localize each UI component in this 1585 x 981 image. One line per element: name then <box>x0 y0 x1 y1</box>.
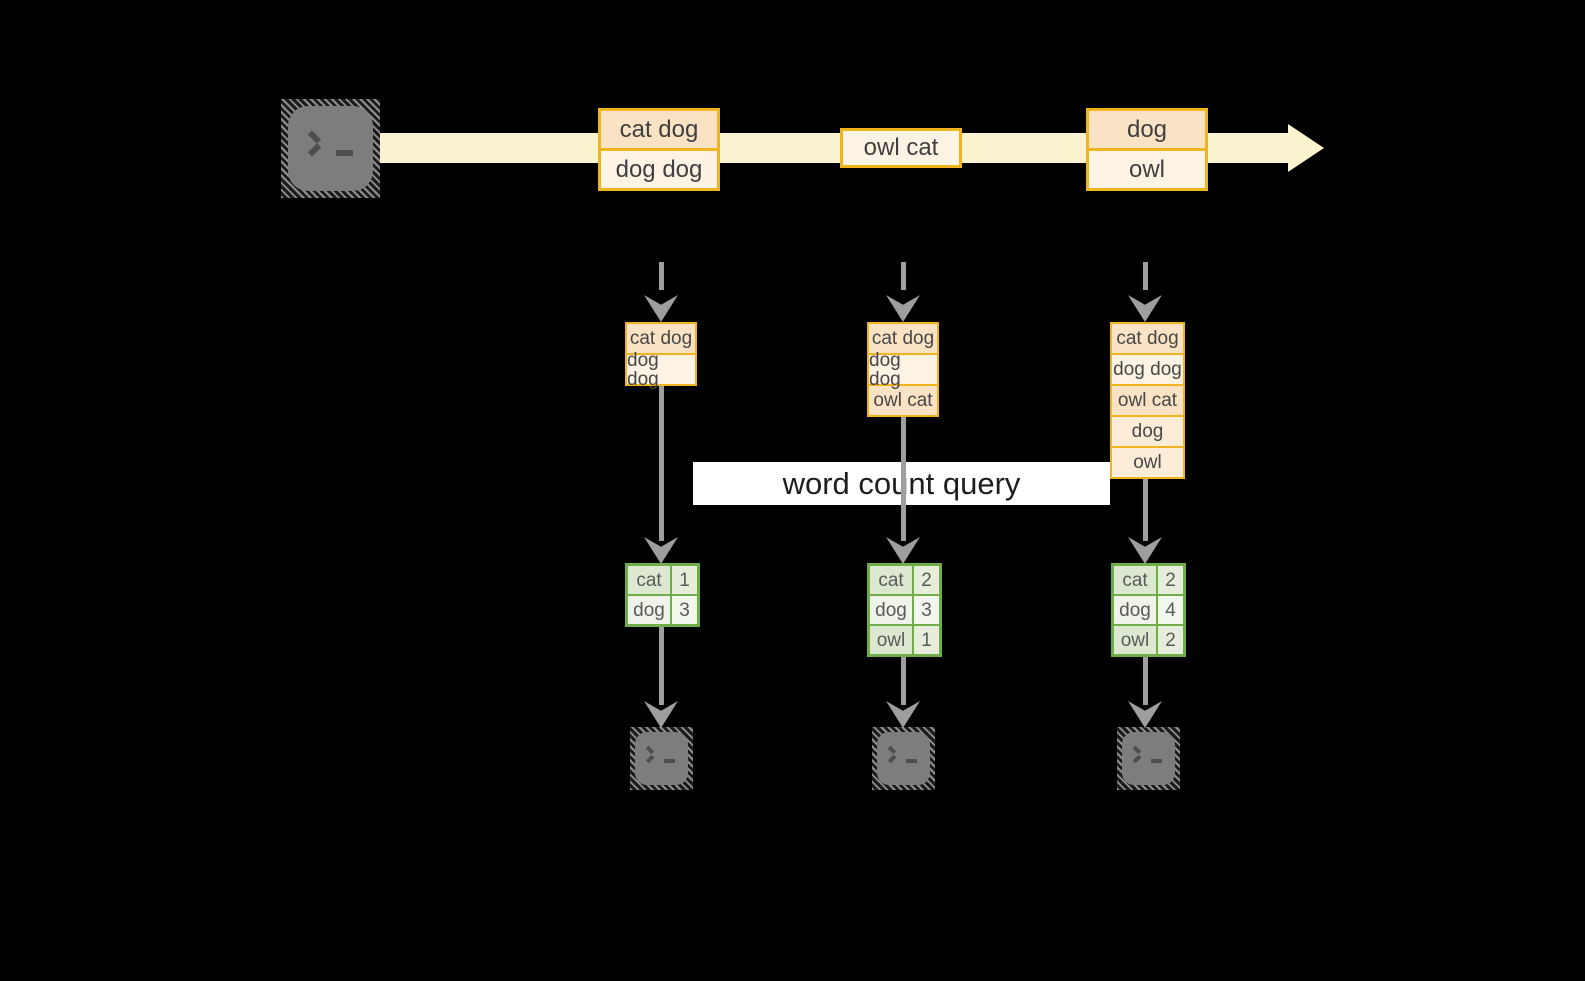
down-arrowhead-icon <box>886 537 920 564</box>
count-table-2: cat 2 dog 3 owl 1 <box>867 563 942 657</box>
word-cell: dog <box>870 596 912 624</box>
stream-event: dog dog <box>601 148 717 188</box>
stream-batch-2: owl cat <box>840 128 962 168</box>
stack-cell: dog <box>1112 415 1183 446</box>
count-cell: 2 <box>1156 626 1183 654</box>
connector-line <box>659 386 664 541</box>
terminal-screen <box>635 732 688 785</box>
prompt-cursor-icon <box>664 759 675 763</box>
stream-batch-3: dog owl <box>1086 108 1208 191</box>
word-cell: dog <box>628 596 670 624</box>
table-row: cat 2 <box>1114 566 1183 594</box>
prompt-chevron-icon <box>646 746 660 763</box>
table-row: owl 1 <box>870 624 939 654</box>
connector-line <box>1143 479 1148 541</box>
prompt-cursor-icon <box>1151 759 1162 763</box>
connector-line <box>901 657 906 705</box>
table-row: dog 3 <box>628 594 697 624</box>
stack-cell: dog dog <box>627 351 695 389</box>
prompt-chevron-icon <box>308 130 330 156</box>
count-cell: 4 <box>1156 596 1183 624</box>
sink-terminal-icon-1 <box>630 727 693 790</box>
down-arrowhead-icon <box>644 701 678 728</box>
word-cell: dog <box>1114 596 1156 624</box>
stack-cell: owl <box>1112 446 1183 477</box>
stream-arrowhead-icon <box>1288 124 1324 172</box>
count-cell: 1 <box>670 566 697 594</box>
stream-event: dog <box>1089 111 1205 148</box>
terminal-screen <box>288 106 373 191</box>
stack-cell: dog dog <box>1112 353 1183 384</box>
table-row: cat 1 <box>628 566 697 594</box>
table-row: owl 2 <box>1114 624 1183 654</box>
count-cell: 1 <box>912 626 939 654</box>
source-terminal-icon <box>281 99 380 198</box>
dashed-arrow-segment <box>901 262 906 290</box>
stream-event: owl cat <box>843 131 959 165</box>
terminal-screen <box>877 732 930 785</box>
word-cell: owl <box>1114 626 1156 654</box>
stack-cell: cat dog <box>869 324 937 353</box>
count-table-1: cat 1 dog 3 <box>625 563 700 627</box>
connector-line <box>1143 657 1148 705</box>
count-cell: 3 <box>670 596 697 624</box>
count-cell: 2 <box>1156 566 1183 594</box>
dashed-arrow-segment <box>1143 262 1148 290</box>
stack-cell: cat dog <box>1112 324 1183 353</box>
stream-event: cat dog <box>601 111 717 148</box>
input-stack-3: cat dog dog dog owl cat dog owl <box>1110 322 1185 479</box>
stack-cell: dog dog <box>869 351 937 389</box>
sink-terminal-icon-3 <box>1117 727 1180 790</box>
input-stack-1: cat dog dog dog <box>625 322 697 389</box>
stream-batch-1: cat dog dog dog <box>598 108 720 191</box>
connector-line <box>901 417 906 541</box>
table-row: cat 2 <box>870 566 939 594</box>
down-arrowhead-icon <box>1128 295 1162 322</box>
count-table-3: cat 2 dog 4 owl 2 <box>1111 563 1186 657</box>
stream-event: owl <box>1089 148 1205 188</box>
prompt-cursor-icon <box>906 759 917 763</box>
down-arrowhead-icon <box>1128 537 1162 564</box>
count-cell: 3 <box>912 596 939 624</box>
stack-cell: owl cat <box>869 384 937 415</box>
input-stack-2: cat dog dog dog owl cat <box>867 322 939 417</box>
terminal-screen <box>1122 732 1175 785</box>
prompt-chevron-icon <box>888 746 902 763</box>
down-arrowhead-icon <box>886 701 920 728</box>
stack-cell: cat dog <box>627 324 695 353</box>
connector-line <box>659 627 664 705</box>
prompt-chevron-icon <box>1133 746 1147 763</box>
sink-terminal-icon-2 <box>872 727 935 790</box>
count-cell: 2 <box>912 566 939 594</box>
word-cell: cat <box>870 566 912 594</box>
word-cell: owl <box>870 626 912 654</box>
word-cell: cat <box>1114 566 1156 594</box>
table-row: dog 3 <box>870 594 939 624</box>
down-arrowhead-icon <box>644 537 678 564</box>
prompt-cursor-icon <box>336 150 353 156</box>
word-cell: cat <box>628 566 670 594</box>
table-row: dog 4 <box>1114 594 1183 624</box>
down-arrowhead-icon <box>886 295 920 322</box>
down-arrowhead-icon <box>1128 701 1162 728</box>
dashed-arrow-segment <box>659 262 664 290</box>
down-arrowhead-icon <box>644 295 678 322</box>
stack-cell: owl cat <box>1112 384 1183 415</box>
